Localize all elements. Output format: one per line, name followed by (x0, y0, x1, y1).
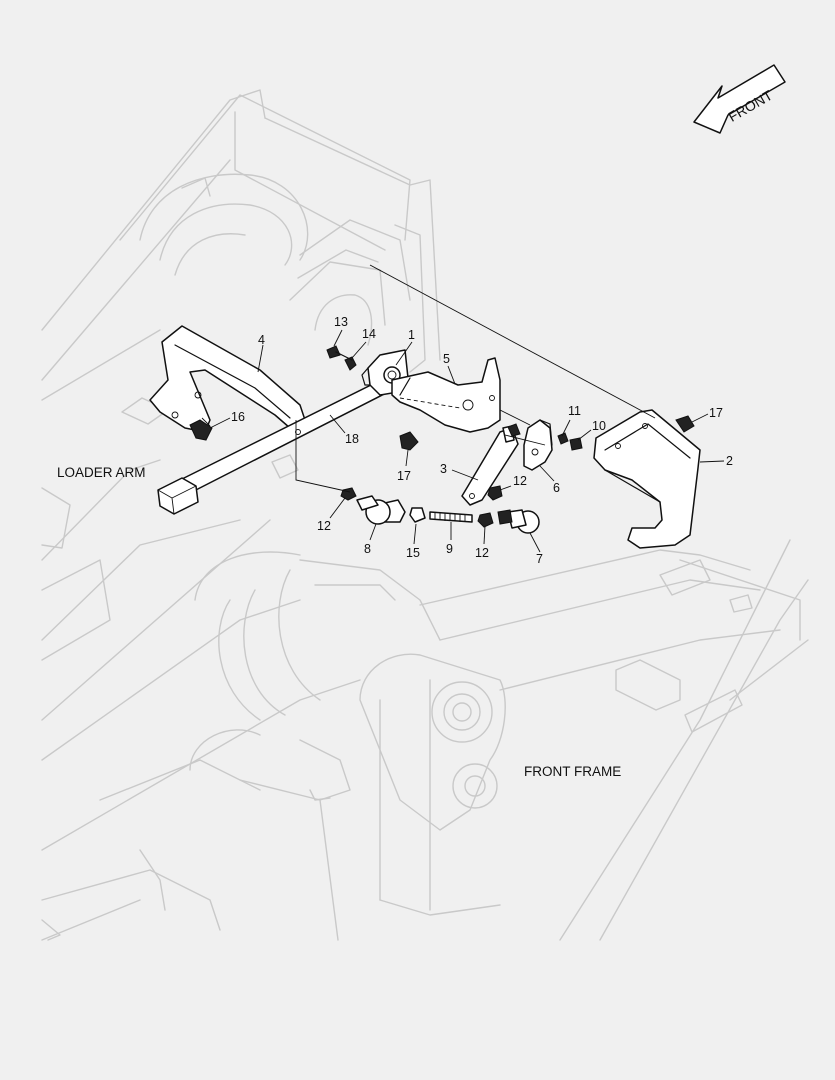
part-4-bracket (149, 325, 306, 433)
callout-17b: 17 (709, 406, 723, 420)
alignment-lines (201, 264, 656, 493)
callout-11: 11 (568, 404, 581, 418)
callout-10: 10 (592, 419, 606, 433)
part-6-small-bracket (523, 419, 553, 471)
callout-2: 2 (726, 454, 733, 468)
part-18-rod (157, 377, 393, 515)
callout-15: 15 (406, 546, 420, 560)
callout-18: 18 (345, 432, 359, 446)
callout-5: 5 (443, 352, 450, 366)
callout-12c: 12 (513, 474, 527, 488)
callout-13: 13 (334, 315, 348, 329)
part-7-ball-joint (497, 509, 540, 534)
loader-arm-label: LOADER ARM (57, 465, 146, 480)
callout-4: 4 (258, 333, 265, 347)
callout-7: 7 (536, 552, 543, 566)
callout-6: 6 (553, 481, 560, 495)
callout-8: 8 (364, 542, 371, 556)
part-8-ball-joint (356, 495, 406, 525)
callout-1: 1 (408, 328, 415, 342)
part-2-cover (593, 409, 701, 549)
callouts: 1 2 3 4 5 6 7 8 9 10 11 12 12 12 13 14 1 (209, 315, 733, 566)
callout-3: 3 (440, 462, 447, 476)
callout-16: 16 (231, 410, 245, 424)
callout-9: 9 (446, 542, 453, 556)
front-frame-label: FRONT FRAME (524, 764, 621, 779)
callout-12a: 12 (317, 519, 331, 533)
part-5-mounting-plate (391, 357, 501, 433)
callout-12b: 12 (475, 546, 489, 560)
callout-14: 14 (362, 327, 376, 341)
callout-17a: 17 (397, 469, 411, 483)
part-9-threaded-rod (429, 511, 473, 523)
part-15-nut (409, 507, 426, 523)
fasteners (189, 345, 695, 528)
front-arrow-icon (693, 64, 786, 134)
loader-frame-background (41, 89, 809, 941)
